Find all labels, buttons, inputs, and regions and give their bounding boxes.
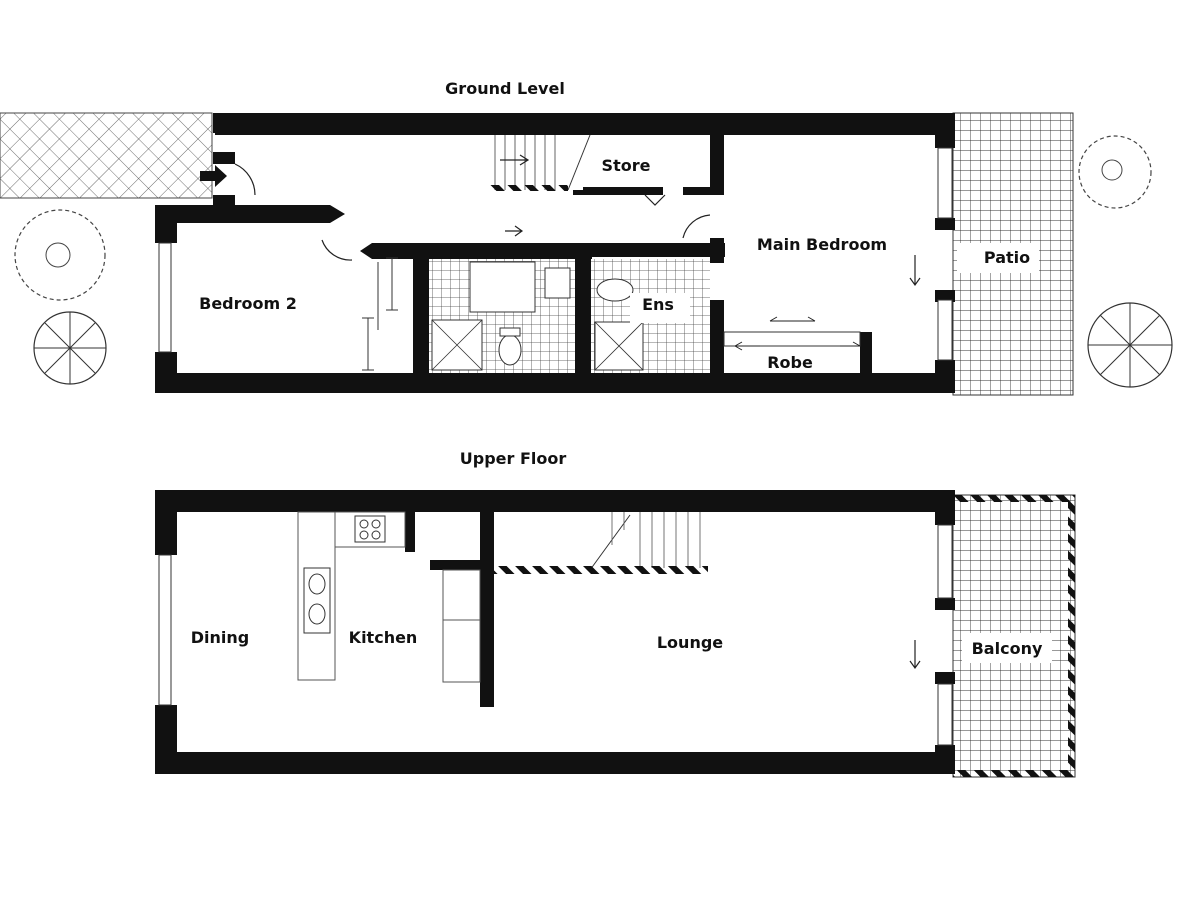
- room-label-bedroom-2: Bedroom 2: [199, 294, 297, 313]
- ensuite: [591, 259, 710, 373]
- room-label-kitchen: Kitchen: [349, 628, 418, 647]
- room-label-ensuite: Ens: [642, 295, 674, 314]
- garden-shrub-right: [1078, 135, 1173, 388]
- room-label-main-bedroom: Main Bedroom: [757, 235, 887, 254]
- ground-stair: [488, 134, 591, 191]
- kitchen-fittings: [297, 511, 481, 683]
- room-label-patio: Patio: [984, 248, 1030, 267]
- upper-floor-walls: [155, 490, 955, 774]
- room-label-store: Store: [602, 156, 651, 175]
- paved-entry-area: [0, 112, 213, 199]
- upper-floor-title: Upper Floor: [460, 449, 567, 468]
- room-label-balcony: Balcony: [972, 639, 1043, 658]
- garden-shrub-left: [14, 209, 107, 385]
- ground-level-title: Ground Level: [445, 79, 565, 98]
- upper-stair: [494, 512, 708, 574]
- lounge-window-arrow-icon: [909, 640, 921, 670]
- ground-level-walls: [155, 113, 955, 393]
- room-label-robe: Robe: [767, 353, 813, 372]
- window-arrow-icon: [909, 255, 921, 287]
- balcony-area: [952, 494, 1076, 778]
- dimension-markers: [362, 257, 398, 371]
- robe-area: [723, 316, 861, 351]
- corridor-arrow-icon: [505, 225, 524, 237]
- patio-area: [952, 112, 1074, 396]
- ground-door-swings: [234, 163, 711, 261]
- bathroom-1: [429, 259, 575, 373]
- room-label-lounge: Lounge: [657, 633, 723, 652]
- entry-arrow-icon: [200, 165, 227, 187]
- room-label-dining: Dining: [191, 628, 249, 647]
